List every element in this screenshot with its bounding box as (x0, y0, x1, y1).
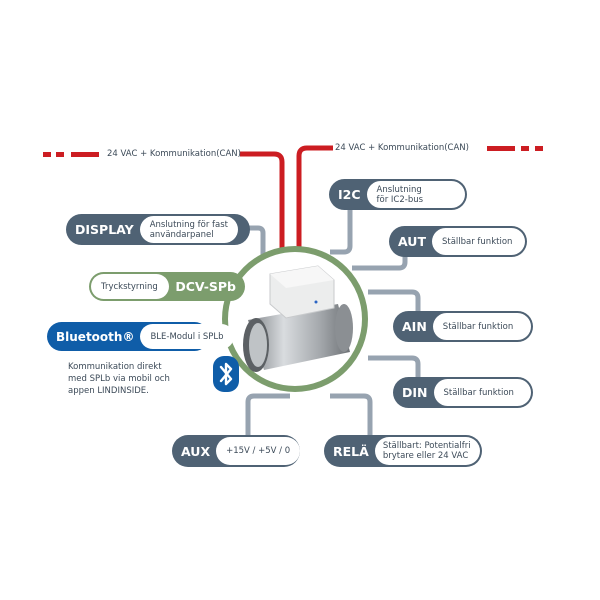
wire-aut (352, 252, 408, 271)
wire-ain (368, 289, 421, 318)
power-label-right: 24 VAC + Kommunikation(CAN) (335, 143, 469, 153)
dcv-spb-connector: DCV-SPb Tryckstyrning (89, 272, 245, 301)
rela-connector: RELÄ Ställbart: Potentialfri brytare ell… (324, 435, 482, 467)
bluetooth-tag: Bluetooth® (56, 329, 135, 344)
bluetooth-description: BLE-Modul i SPLb (140, 324, 234, 349)
power-dash-left-2 (56, 152, 64, 157)
i2c-tag: I2C (338, 187, 361, 202)
rela-tag: RELÄ (333, 443, 369, 459)
i2c-desc-line1: Anslutning (376, 184, 422, 195)
ain-connector: AIN Ställbar funktion (393, 311, 533, 342)
power-dash-left-1 (43, 152, 51, 157)
bluetooth-note-line1: Kommunikation direkt (68, 362, 162, 372)
bluetooth-note-line3: appen LINDINSIDE. (68, 386, 149, 396)
aux-tag: AUX (181, 443, 211, 459)
power-label-left: 24 VAC + Kommunikation(CAN) (107, 149, 241, 159)
dcv-spb-description: Tryckstyrning (91, 274, 170, 299)
damper-device-image (243, 265, 353, 372)
aut-description: Ställbar funktion (431, 228, 525, 255)
power-dash-left-3 (71, 152, 99, 157)
wire-rela (330, 393, 373, 438)
rela-desc-line2: brytare eller 24 VAC (382, 451, 469, 461)
dcv-spb-tag: DCV-SPb (175, 279, 236, 294)
display-connector: DISPLAY Anslutning för fast användarpane… (66, 214, 250, 245)
din-connector: DIN Ställbar funktion (393, 377, 533, 408)
power-line-left (240, 151, 285, 250)
din-description: Ställbar funktion (433, 379, 531, 406)
i2c-description: Anslutning för IC2-bus (366, 181, 465, 208)
i2c-connector: I2C Anslutning för IC2-bus (329, 179, 467, 210)
device-circle (222, 246, 368, 392)
rela-desc-line1: Ställbart: Potentialfri (382, 441, 471, 451)
wire-display (240, 225, 266, 262)
power-dash-right-1 (487, 146, 515, 151)
din-tag: DIN (402, 385, 428, 400)
i2c-desc-line2: för IC2-bus (376, 194, 424, 205)
bluetooth-icon (213, 356, 239, 392)
ain-description: Ställbar funktion (432, 313, 531, 340)
wire-i2c (330, 206, 353, 255)
display-tag: DISPLAY (75, 222, 134, 237)
aux-connector: AUX +15V / +5V / 0 (172, 435, 301, 467)
power-dash-right-3 (535, 146, 543, 151)
bluetooth-note: Kommunikation direkt med SPLb via mobil … (68, 361, 170, 397)
ain-tag: AIN (402, 319, 427, 334)
aut-tag: AUT (398, 234, 426, 249)
display-description: Anslutning för fast användarpanel (139, 216, 238, 243)
rela-description: Ställbart: Potentialfri brytare eller 24… (374, 437, 480, 465)
aut-connector: AUT Ställbar funktion (389, 226, 527, 257)
display-desc-line2: användarpanel (149, 229, 214, 240)
power-dash-right-2 (521, 146, 529, 151)
bluetooth-note-line2: med SPLb via mobil och (68, 374, 170, 384)
power-line-right (296, 145, 333, 250)
display-desc-line1: Anslutning för fast (149, 219, 228, 230)
bluetooth-connector: Bluetooth® BLE-Modul i SPLb (47, 322, 234, 351)
aux-description: +15V / +5V / 0 (216, 437, 301, 465)
wire-din (368, 355, 421, 384)
wire-aux (245, 393, 290, 438)
